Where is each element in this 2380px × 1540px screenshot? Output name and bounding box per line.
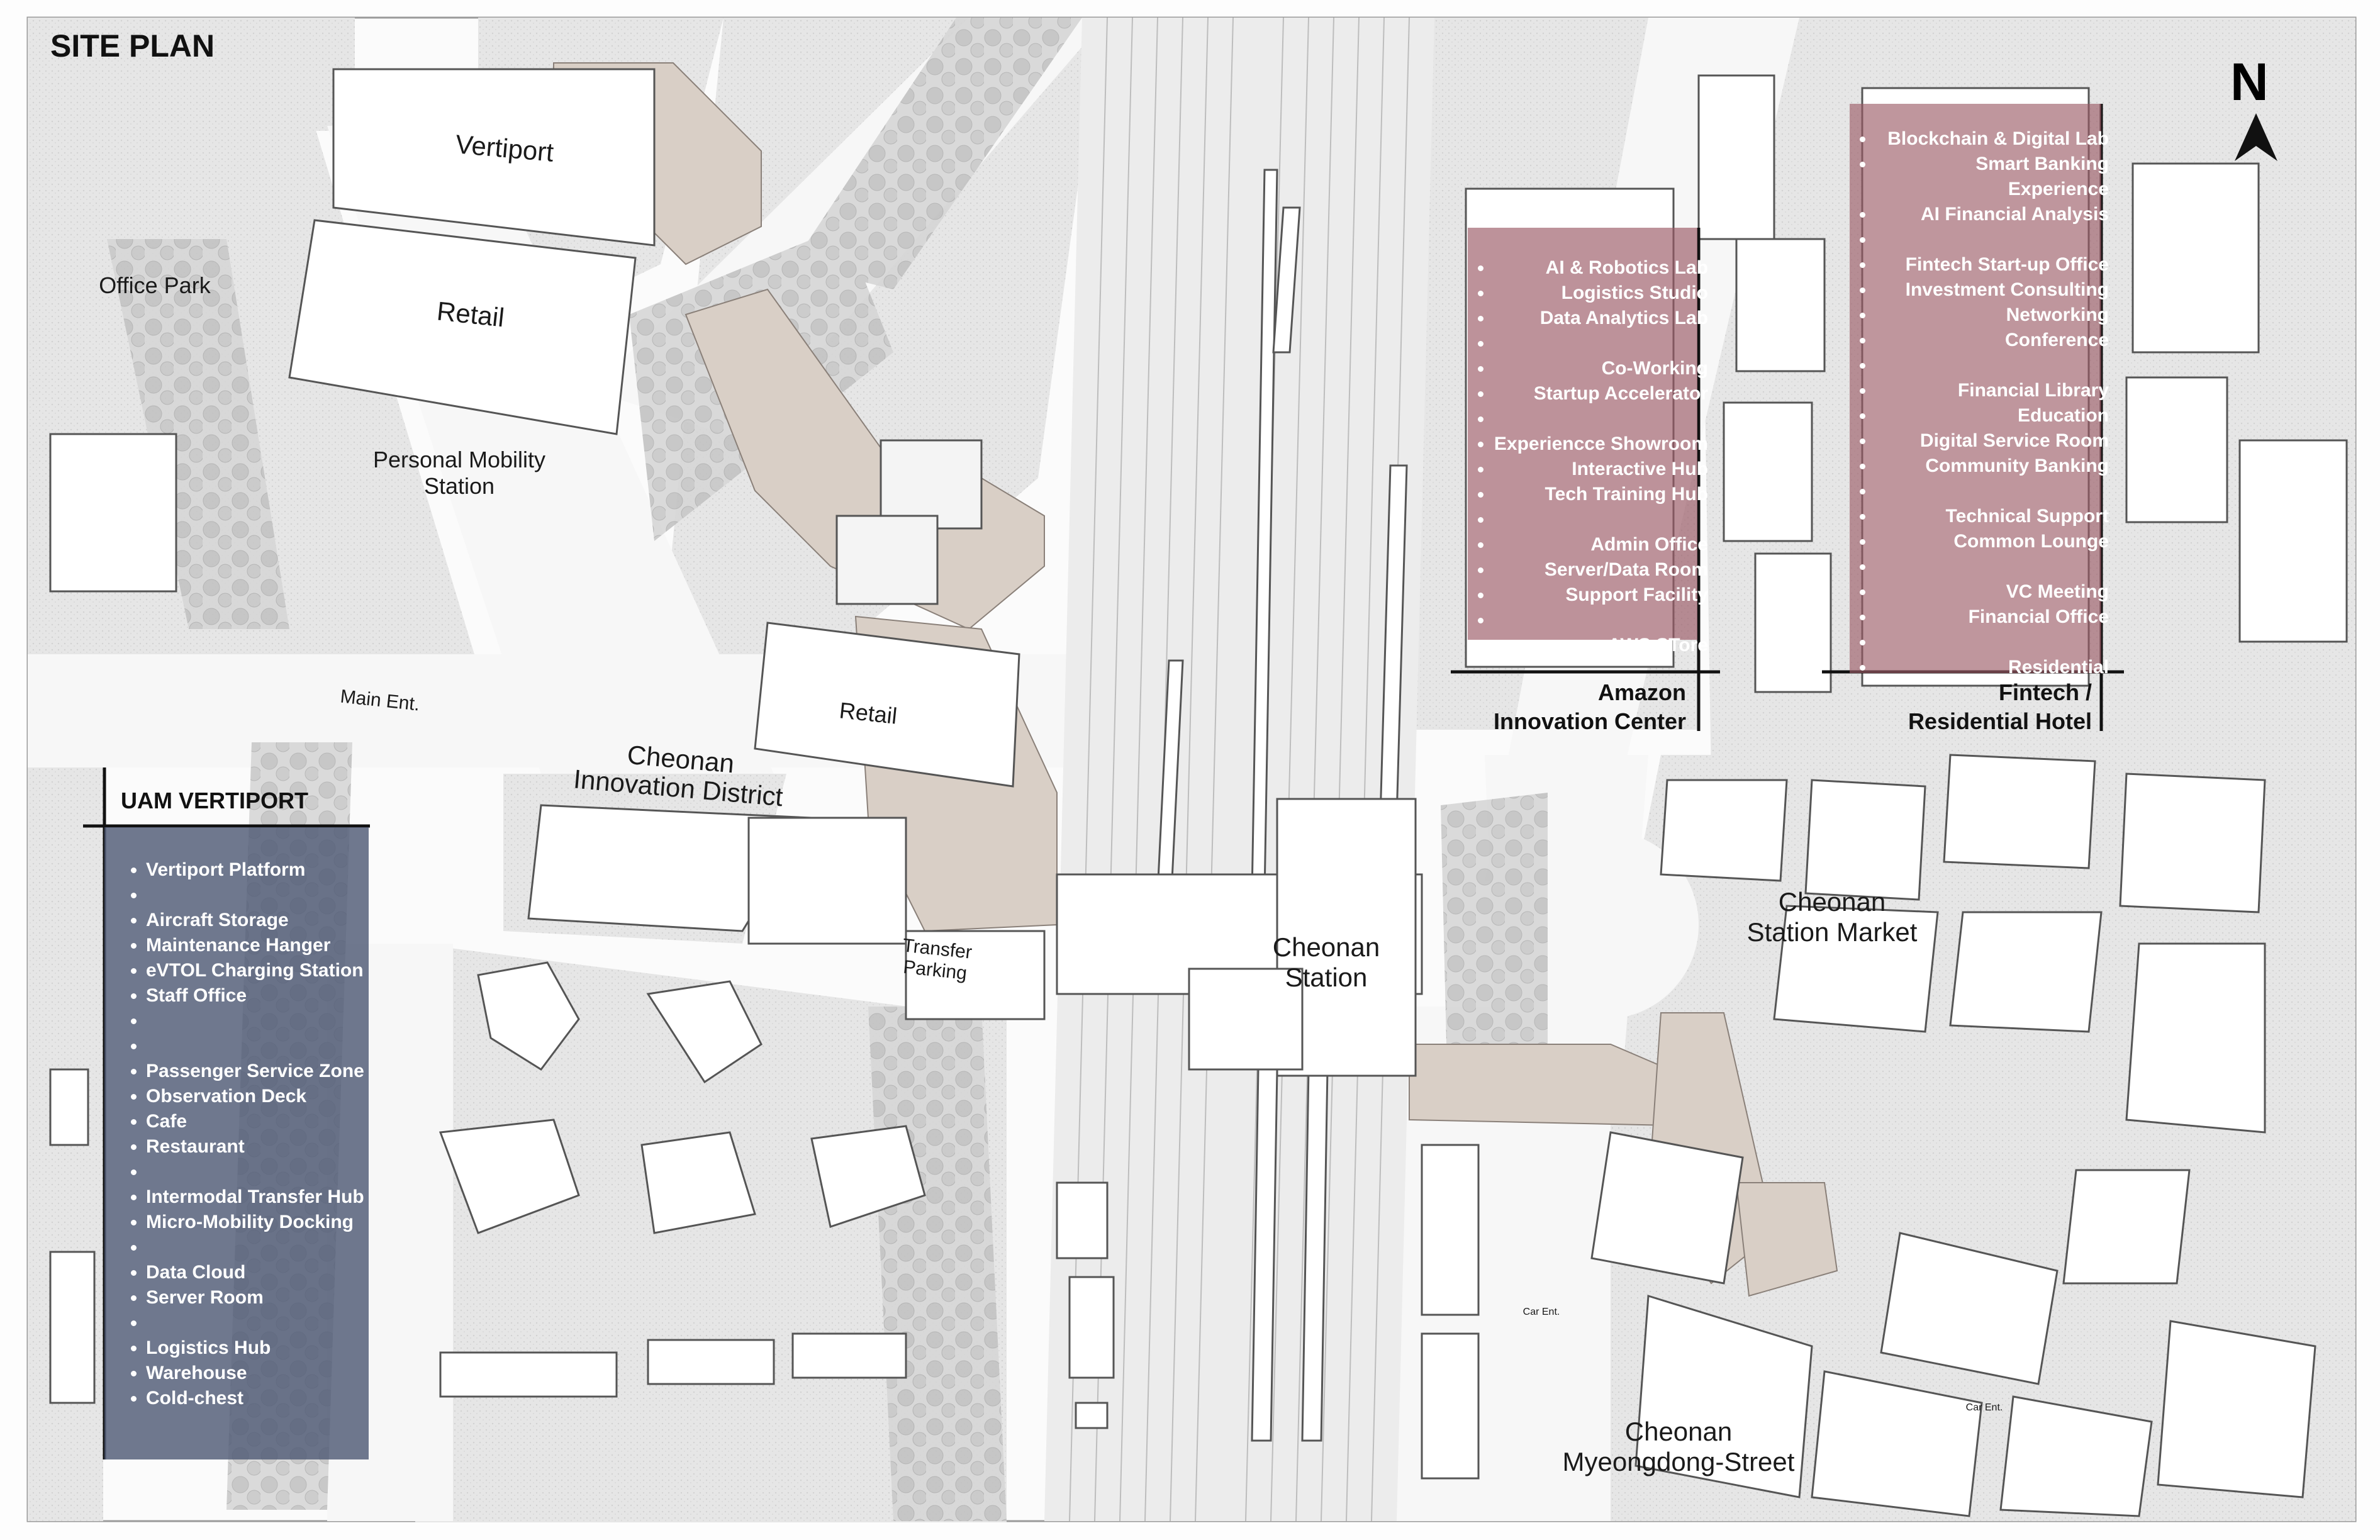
program-list-item: Experiencce Showroom	[1493, 432, 1708, 457]
program-list-item: Networking	[1875, 303, 2109, 328]
list-spacer	[1875, 353, 2109, 378]
label-transfer-parking: Transfer Parking	[902, 935, 973, 985]
program-list-item: Cafe	[146, 1109, 364, 1134]
label-cheonan-station: Cheonan Station	[1272, 932, 1380, 992]
fintech-hotel-panel	[1850, 104, 2101, 673]
program-list-item: Maintenance Hanger	[146, 933, 364, 958]
list-spacer	[146, 1008, 364, 1034]
north-label: N	[2230, 52, 2269, 111]
amazon-center-panel	[1468, 228, 1697, 640]
label-station-market: Cheonan Station Market	[1746, 887, 1918, 947]
program-list-item: Data Cloud	[146, 1260, 364, 1285]
program-list-item: AI & Robotics Lab	[1493, 255, 1708, 281]
program-list-item: Technical Support	[1875, 504, 2109, 529]
program-list-item: Server Room	[146, 1285, 364, 1310]
program-list-item: eVTOL Charging Station	[146, 958, 364, 983]
uam-vertiport-program-list: Vertiport PlatformAircraft StorageMainte…	[121, 857, 364, 1411]
program-list-item: Micro-Mobility Docking	[146, 1210, 364, 1235]
label-car-entrance-1: Car Ent.	[1522, 1307, 1560, 1317]
uam-vertiport-panel	[104, 827, 369, 1459]
program-list-item: Data Analytics Lab	[1493, 306, 1708, 331]
program-list-item: Financial Office	[1875, 605, 2109, 630]
program-list-item: Logistics Hub	[146, 1336, 364, 1361]
program-list-item: Blockchain & Digital Lab	[1875, 126, 2109, 152]
list-spacer	[146, 1034, 364, 1059]
program-list-item: Restaurant	[146, 1134, 364, 1159]
fintech-hotel-title: Fintech / Residential Hotel	[1908, 679, 2092, 734]
north-arrow-icon	[2235, 113, 2277, 161]
program-list-item: Vertiport Platform	[146, 857, 364, 883]
list-spacer	[1875, 630, 2109, 655]
program-list-item: Conference	[1875, 328, 2109, 353]
list-spacer	[146, 1310, 364, 1336]
page-title: SITE PLAN	[50, 28, 215, 64]
program-list-item: Admin Office	[1493, 532, 1708, 557]
list-spacer	[1875, 479, 2109, 504]
label-office-park: Office Park	[99, 272, 211, 298]
program-list-item: Startup Accelerator	[1493, 381, 1708, 406]
program-list-item: Intermodal Transfer Hub	[146, 1185, 364, 1210]
program-list-item: Tech Training Hub	[1493, 482, 1708, 507]
program-list-item: Staff Office	[146, 983, 364, 1008]
program-list-item: AWS STore	[1493, 633, 1708, 658]
program-list-item: Investment Consulting	[1875, 277, 2109, 303]
uam-vertiport-title: UAM VERTIPORT	[121, 788, 309, 813]
amazon-center-program-list: AI & Robotics LabLogistics StudioData An…	[1468, 255, 1708, 658]
pedestrian-decks	[553, 62, 1838, 1297]
program-list-item: Fintech Start-up Office	[1875, 252, 2109, 277]
list-spacer	[146, 1159, 364, 1185]
program-list-item: Community Banking	[1875, 454, 2109, 479]
program-list-item: AI Financial Analysis	[1875, 202, 2109, 227]
program-list-item: Smart Banking Experience	[1875, 152, 2109, 202]
program-list-item: Warehouse	[146, 1361, 364, 1386]
rail-yard	[1044, 17, 1434, 1522]
program-list-item: Observation Deck	[146, 1084, 364, 1109]
list-spacer	[146, 883, 364, 908]
program-list-item: Co-Working	[1493, 356, 1708, 381]
label-car-entrance-2: Car Ent.	[1965, 1402, 2003, 1413]
list-spacer	[1493, 608, 1708, 633]
fintech-hotel-program-list: Blockchain & Digital LabSmart Banking Ex…	[1850, 126, 2109, 680]
program-list-item: Digital Service Room	[1875, 428, 2109, 454]
program-list-item: VC Meeting	[1875, 579, 2109, 605]
program-list-item: Common Lounge	[1875, 529, 2109, 554]
list-spacer	[1875, 554, 2109, 579]
program-list-item: Financial Library	[1875, 378, 2109, 403]
list-spacer	[1493, 507, 1708, 532]
program-list-item: Interactive Hub	[1493, 457, 1708, 482]
program-list-item: Aircraft Storage	[146, 908, 364, 933]
amazon-center-title: Amazon Innovation Center	[1493, 679, 1686, 734]
program-list-item: Cold-chest	[146, 1386, 364, 1411]
list-spacer	[1875, 227, 2109, 252]
list-spacer	[1493, 406, 1708, 432]
program-list-item: Logistics Studio	[1493, 281, 1708, 306]
list-spacer	[1493, 331, 1708, 356]
list-spacer	[146, 1235, 364, 1260]
program-list-item: Support Facility	[1493, 583, 1708, 608]
label-personal-mobility-station: Personal Mobility Station	[372, 447, 546, 499]
program-list-item: Residential	[1875, 655, 2109, 680]
program-list-item: Education	[1875, 403, 2109, 428]
program-list-item: Server/Data Room	[1493, 557, 1708, 583]
label-myeongdong-street: Cheonan Myeongdong-Street	[1562, 1417, 1795, 1476]
program-list-item: Passenger Service Zone	[146, 1059, 364, 1084]
